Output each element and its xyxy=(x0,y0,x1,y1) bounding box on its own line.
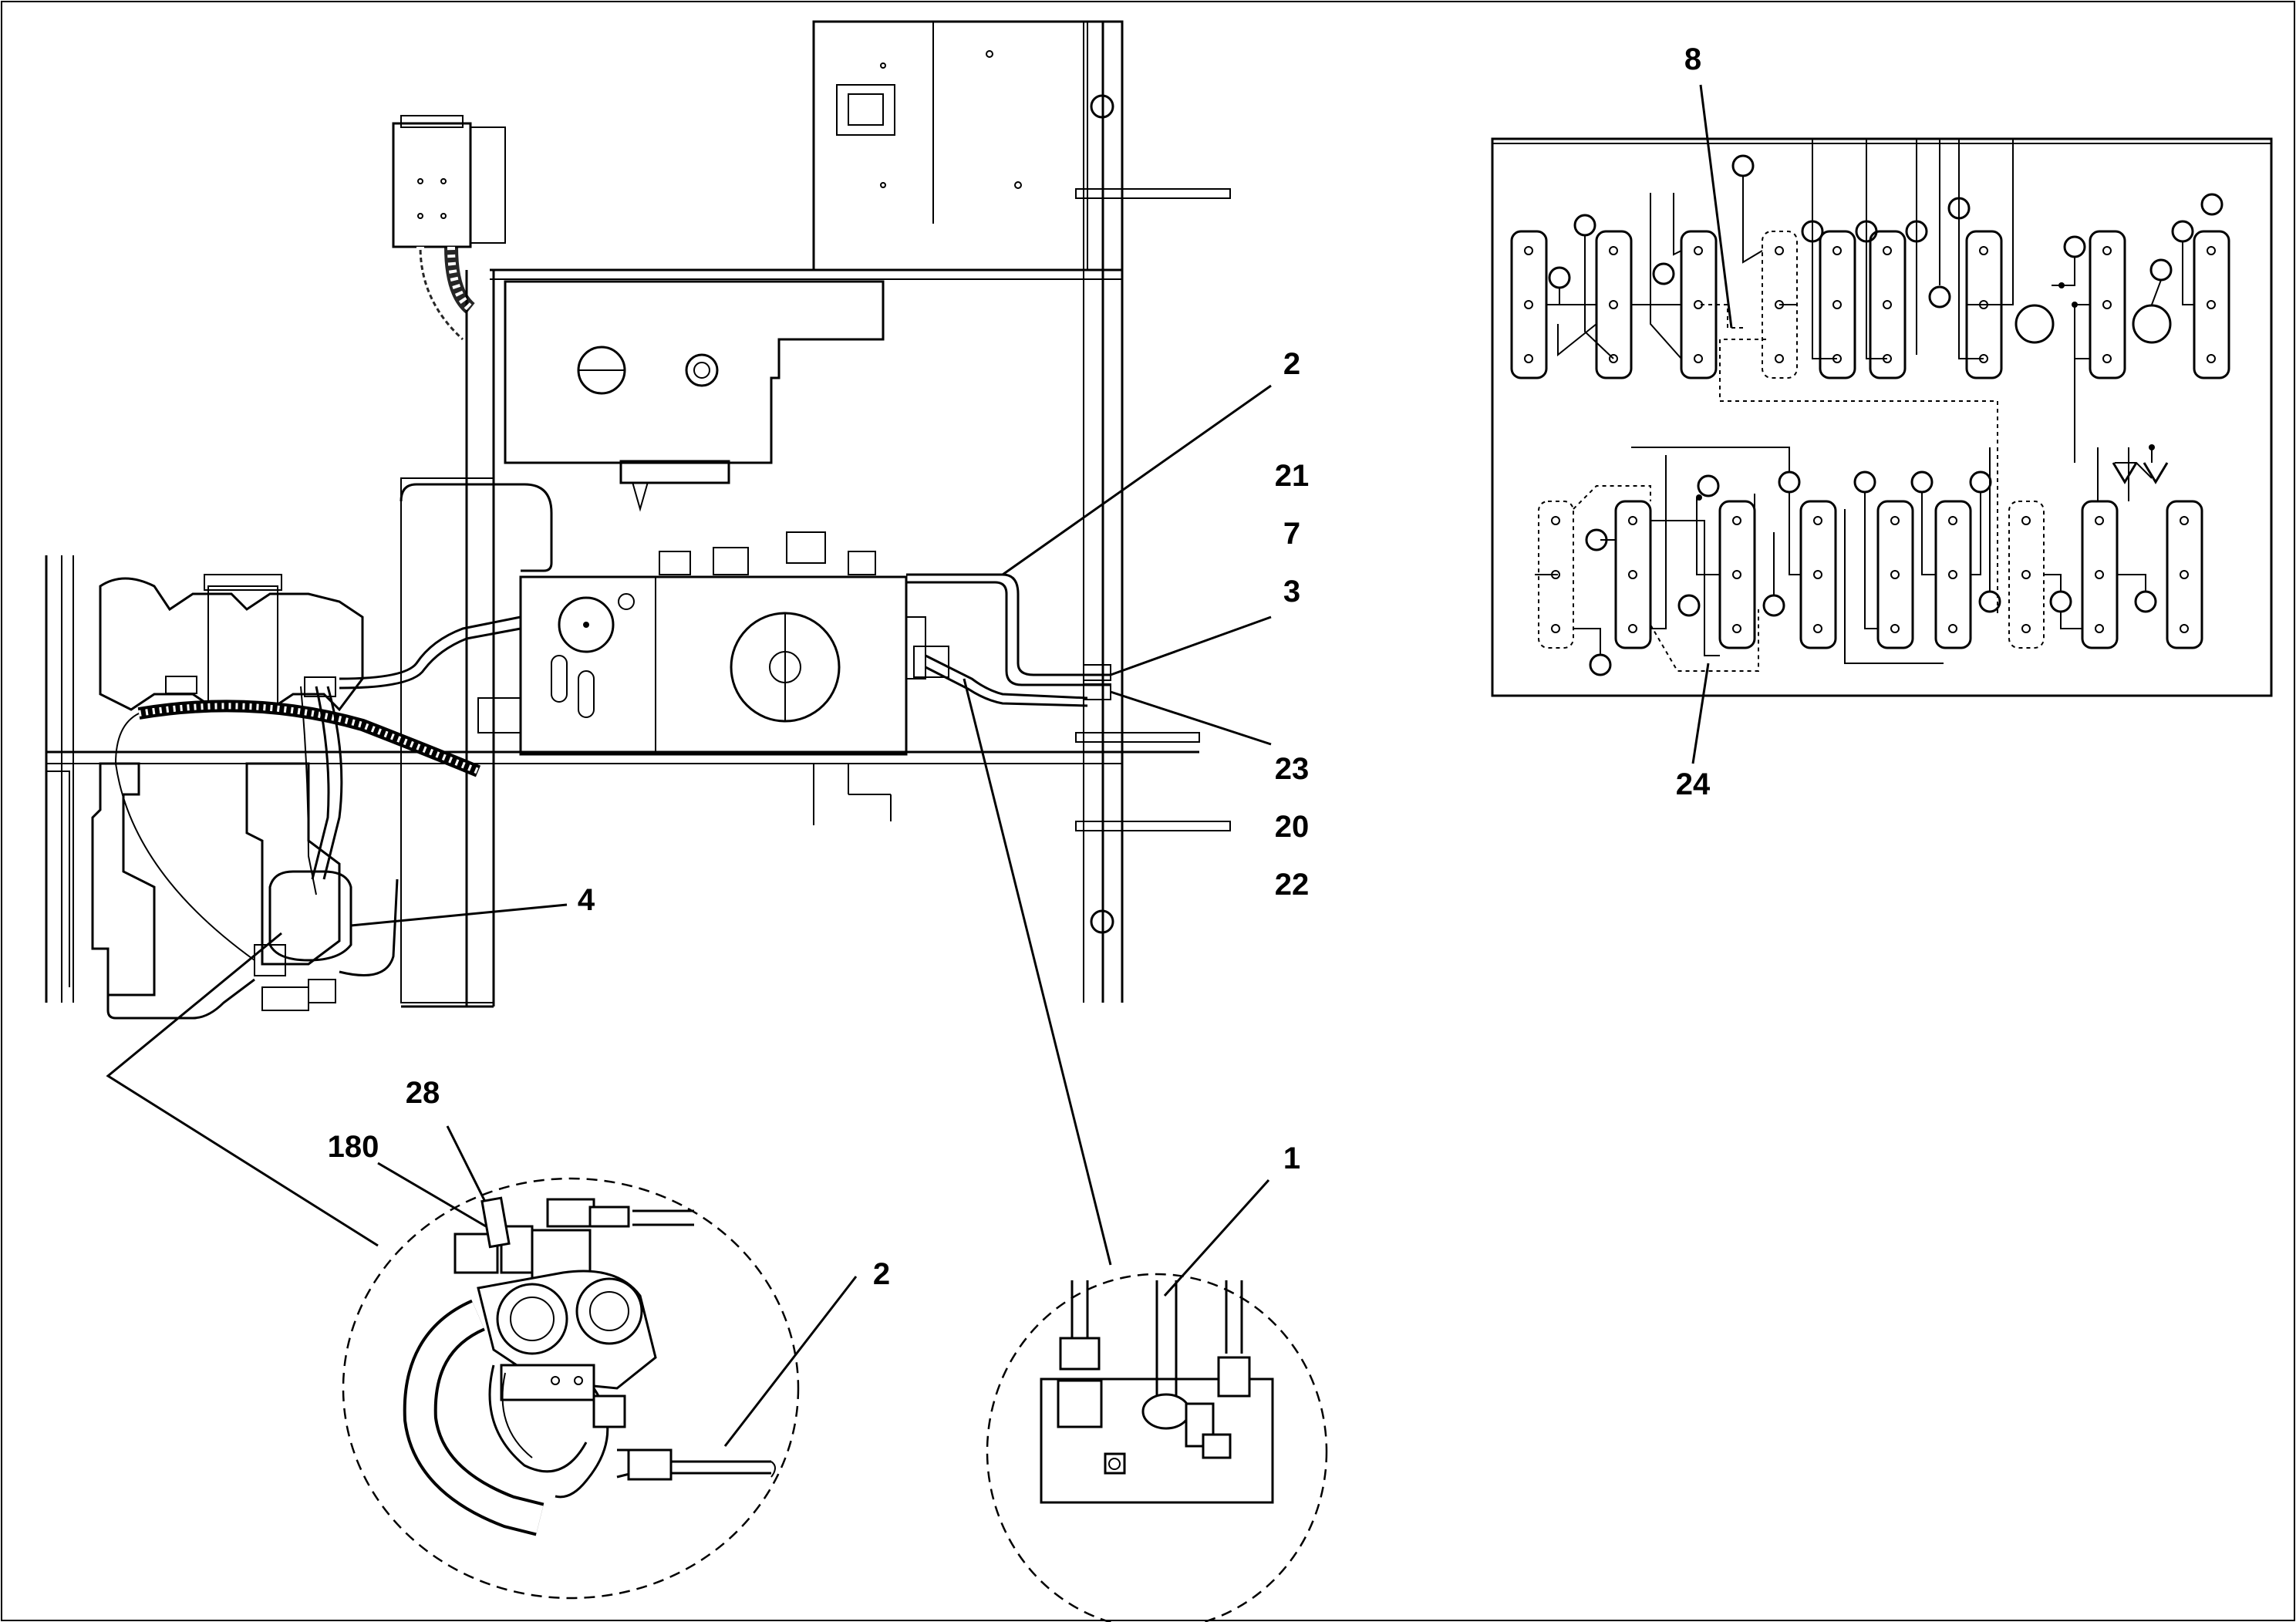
callout-20: 20 xyxy=(1275,810,1310,844)
detail-view-manifold xyxy=(986,1273,1328,1622)
callout-3: 3 xyxy=(1283,575,1300,609)
callout-4: 4 xyxy=(578,883,595,917)
leader-1 xyxy=(1163,1179,1270,1297)
cabinet-access-panel xyxy=(836,84,895,136)
callout-180: 180 xyxy=(328,1130,379,1164)
leader-180 xyxy=(377,1162,487,1228)
callout-24: 24 xyxy=(1676,767,1711,801)
leader-8 xyxy=(1699,84,1733,329)
leader-2-detail xyxy=(723,1276,858,1447)
leader-3 xyxy=(1110,615,1272,676)
schematic-row-upper xyxy=(1510,139,2230,617)
leader-24 xyxy=(1691,663,1710,764)
leader-2-top xyxy=(1002,384,1272,576)
callout-23: 23 xyxy=(1275,752,1310,786)
hydraulic-lines xyxy=(339,483,1111,707)
leader-4 xyxy=(350,903,568,927)
schematic-frame xyxy=(1491,137,2273,697)
callout-7: 7 xyxy=(1283,517,1300,551)
electrical-box xyxy=(392,115,506,342)
callout-22: 22 xyxy=(1275,868,1310,902)
fuel-tank-upper xyxy=(504,280,885,512)
leader-23 xyxy=(1110,690,1272,746)
detail-view-pump xyxy=(342,1177,800,1600)
vehicle-frame xyxy=(46,20,1231,1008)
schematic-row-lower xyxy=(1535,444,2203,676)
leader-detail-left xyxy=(106,932,379,1247)
upper-cabinet xyxy=(812,20,1124,271)
hydraulic-schematic xyxy=(1491,137,2273,697)
callout-8: 8 xyxy=(1684,42,1701,76)
callout-21: 21 xyxy=(1275,459,1310,493)
hydraulic-tank xyxy=(477,531,926,756)
callout-2-detail: 2 xyxy=(873,1257,890,1291)
callout-28: 28 xyxy=(406,1076,440,1110)
callout-1: 1 xyxy=(1283,1141,1300,1175)
callout-2-top: 2 xyxy=(1283,347,1300,381)
leader-detail-right xyxy=(963,678,1112,1266)
pump-assembly xyxy=(45,555,481,1020)
